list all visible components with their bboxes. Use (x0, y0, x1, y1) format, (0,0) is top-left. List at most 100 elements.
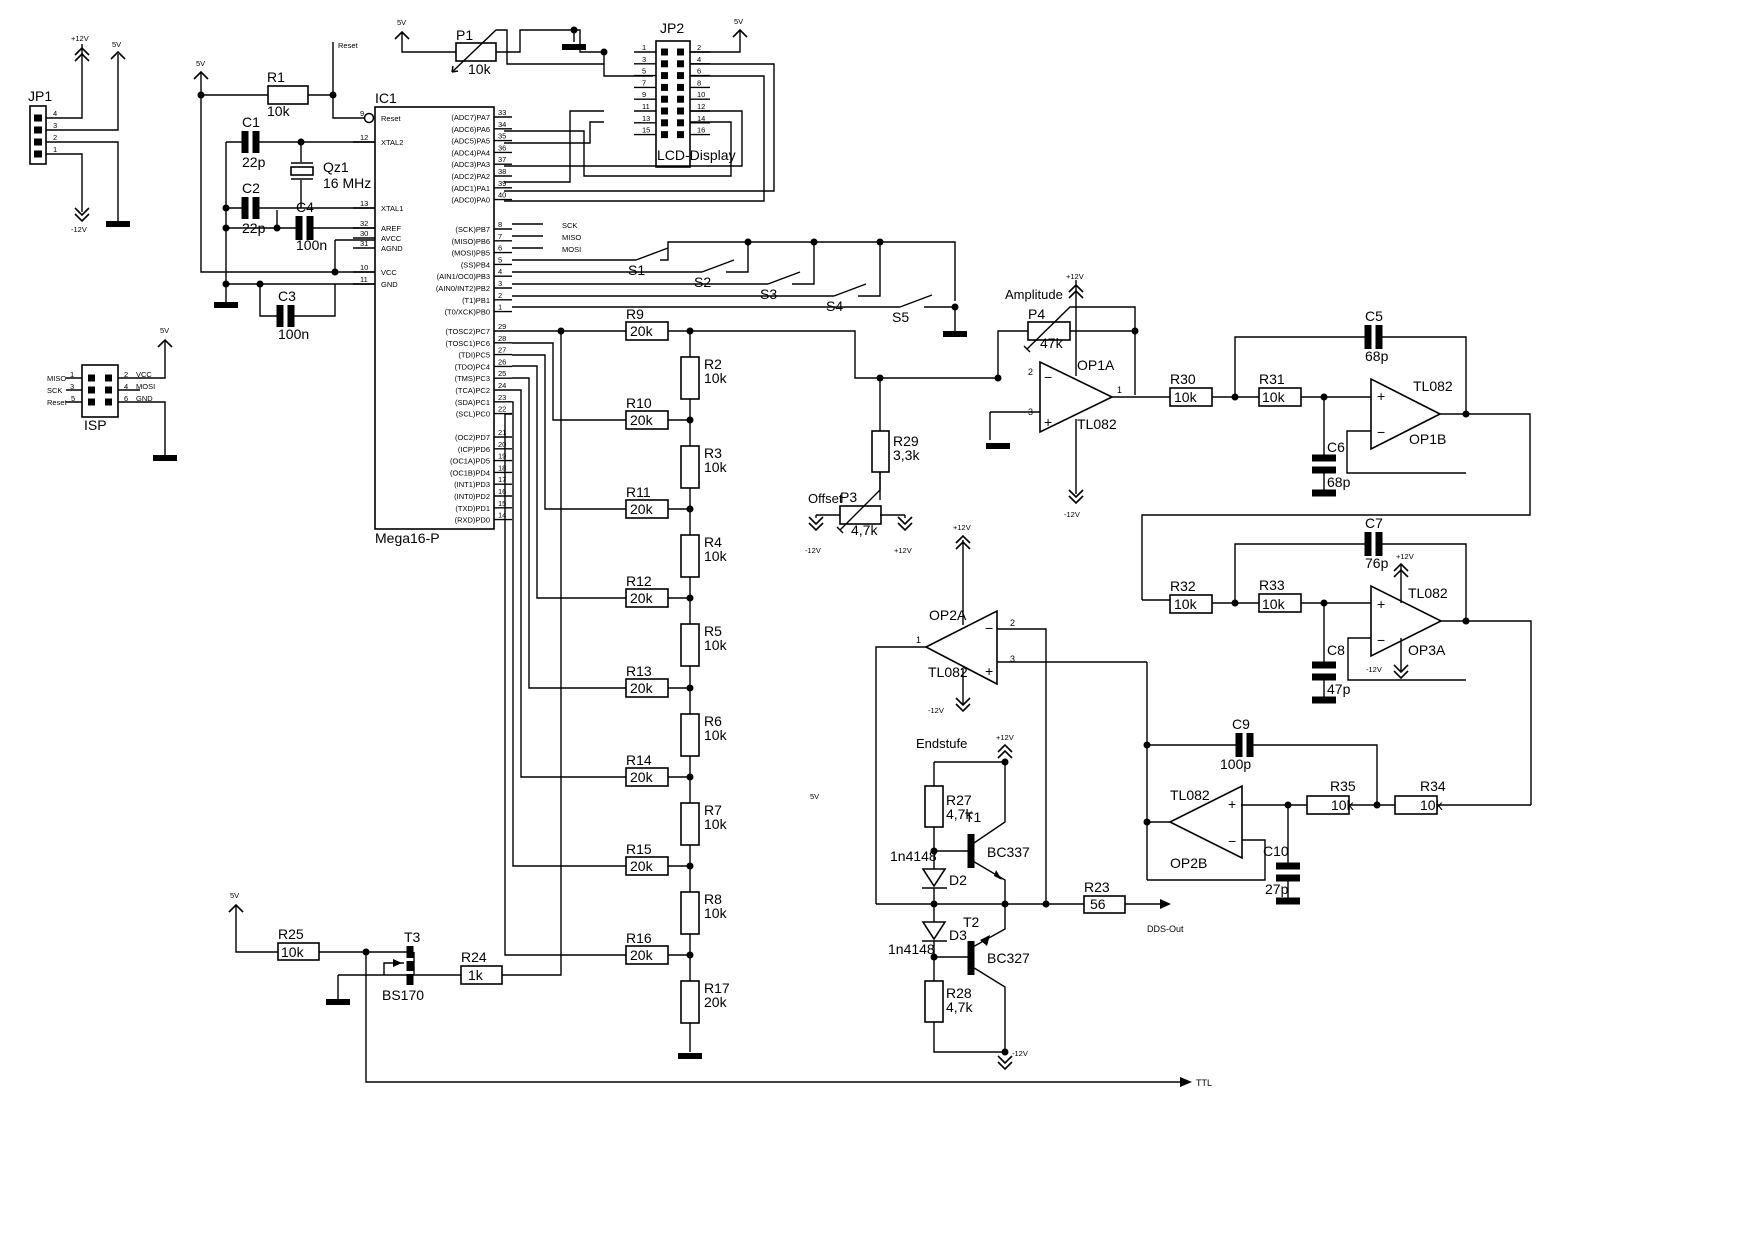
t1-ref: T1 (965, 809, 982, 825)
ic1-pin-number: 8 (498, 220, 502, 229)
p4-value: 47k (1040, 335, 1064, 351)
ic1-pin-name: (ADC3)PA3 (451, 160, 490, 169)
isp-pin-4: 4 (124, 382, 128, 391)
ic1-pin-name: AVCC (381, 234, 402, 243)
c2-ref: C2 (242, 180, 260, 196)
ic1-pin-number: 19 (498, 452, 506, 461)
ic1-pin-name: (TOSC2)PC7 (446, 327, 490, 336)
r34-ref: R34 (1420, 778, 1446, 794)
ic1-pin-number: 10 (360, 263, 368, 272)
isp-header: ISP MISO SCK Reset 1 3 5 2 4 6 VCC MOSI … (47, 326, 177, 461)
p3-plus12v-label: +12V (894, 546, 912, 555)
minus12v-rail-icon (997, 1055, 1013, 1070)
ic1-pin-number: 18 (498, 463, 506, 472)
ladder-series-value: 20k (630, 858, 654, 874)
stray-5v-label: 5V (810, 792, 819, 801)
qz1-ref: Qz1 (323, 159, 349, 175)
isp-5v-label: 5V (160, 326, 169, 335)
t2-ref: T2 (963, 914, 980, 930)
ladder-shunt-value: 10k (704, 637, 728, 653)
mosi-net-label: MOSI (562, 245, 581, 254)
jp1-pin-2: 2 (53, 133, 57, 142)
c1-ref: C1 (242, 114, 260, 130)
miso-net-label: MISO (562, 233, 581, 242)
r34-value: 10k (1420, 797, 1444, 813)
op2a-ref: OP2A (929, 607, 967, 623)
ic1-pin-number: 30 (360, 229, 368, 238)
r33-ref: R33 (1259, 577, 1285, 593)
ladder-shunt-value: 10k (704, 459, 728, 475)
ladder-shunt-ref: R7 (704, 802, 722, 818)
ic1-pin-name: (INT0)PD2 (454, 492, 490, 501)
ic1-pin-name: XTAL1 (381, 204, 403, 213)
op1a-part: TL082 (1077, 416, 1117, 432)
ladder-series-ref: R9 (626, 306, 644, 322)
ic1-pin-name: (RXD)PD0 (455, 516, 490, 525)
ic1-pin-name: (OC1B)PD4 (450, 468, 490, 477)
ladder-series-value: 20k (630, 680, 654, 696)
ladder-series-value: 20k (630, 590, 654, 606)
ic1-mega16: IC1 Mega16-P 9Reset12XTAL213XTAL132AREF3… (353, 90, 604, 546)
r31-value: 10k (1262, 389, 1286, 405)
ic1-pin-name: Reset (381, 114, 402, 123)
ic1-pin-name: XTAL2 (381, 138, 403, 147)
ic1-pin-number: 2 (498, 291, 502, 300)
c7-value: 76p (1365, 555, 1389, 571)
jp1-plus12v-label: +12V (71, 34, 89, 43)
op3a-ref: OP3A (1408, 642, 1446, 658)
ic1-pin-number: 31 (360, 239, 368, 248)
dds-out-arrow-icon (1160, 899, 1171, 909)
ic1-pin-number: 21 (498, 428, 506, 437)
r1-value: 10k (267, 103, 291, 119)
c7-ref: C7 (1365, 515, 1383, 531)
ladder-shunt-value: 10k (704, 370, 728, 386)
ic1-pin-name: (AIN1/OC0)PB3 (437, 272, 490, 281)
jp2-pin-number: 10 (697, 90, 705, 99)
ladder-shunt-ref: R8 (704, 891, 722, 907)
isp-miso-label: MISO (47, 374, 66, 383)
switch-s3-label: S3 (760, 286, 777, 302)
ic1-pin-name: (TCA)PC2 (455, 386, 490, 395)
ladder-shunt-resistor (680, 802, 700, 846)
isp-gnd-label: GND (136, 394, 153, 403)
ic1-pin-number: 14 (498, 511, 506, 520)
p3-ref: P3 (840, 489, 857, 505)
r35-value: 10k (1331, 797, 1355, 813)
ic1-pin-name: GND (381, 280, 398, 289)
ic1-pin-number: 22 (498, 405, 506, 414)
ic1-pin-name: AREF (381, 224, 401, 233)
ic1-pin-name: (ADC2)PA2 (451, 172, 490, 181)
jp2-pin-number: 6 (697, 67, 701, 76)
jp2-caption: LCD-Display (657, 147, 736, 163)
ladder-shunt-ref: R3 (704, 445, 722, 461)
ic1-pin-name: (TDO)PC4 (455, 362, 490, 371)
jp2-pin-number: 15 (642, 126, 650, 135)
ic1-pin-name: (ADC4)PA4 (451, 148, 490, 157)
ground-icon (214, 302, 238, 308)
ladder-shunt-resistor (680, 713, 700, 757)
ic1-ref: IC1 (375, 90, 397, 106)
endstufe-minus12v-label: -12V (1012, 1049, 1028, 1058)
jp1-connector: JP1 4 3 2 1 +12V 5V -12V (28, 34, 130, 234)
r35-ref: R35 (1330, 778, 1356, 794)
ladder-series-ref: R12 (626, 573, 652, 589)
r29-ref: R29 (893, 433, 919, 449)
svg-text:+: + (1377, 596, 1385, 612)
ladder-shunt-ref: R6 (704, 713, 722, 729)
t3-part: BS170 (382, 987, 424, 1003)
isp-ref: ISP (84, 417, 107, 433)
p1-value: 10k (468, 61, 492, 77)
filter-stage-1: R30 10k R31 10k C5 68p C6 68p + − TL082 … (1141, 308, 1531, 600)
op1b-part: TL082 (1413, 378, 1453, 394)
isp-mosi-label: MOSI (136, 382, 155, 391)
c3-ref: C3 (278, 288, 296, 304)
op2a-pin-3: 3 (1010, 654, 1015, 664)
ic1-pin-name: (MOSI)PB5 (452, 249, 490, 258)
op1-minus12v-label: -12V (1064, 510, 1080, 519)
switch-s1-label: S1 (628, 262, 645, 278)
ic1-pin-number: 34 (498, 120, 506, 129)
ladder-shunt-value: 10k (704, 727, 728, 743)
ic1-pin-number: 29 (498, 322, 506, 331)
isp-reset-label: Reset (47, 398, 68, 407)
